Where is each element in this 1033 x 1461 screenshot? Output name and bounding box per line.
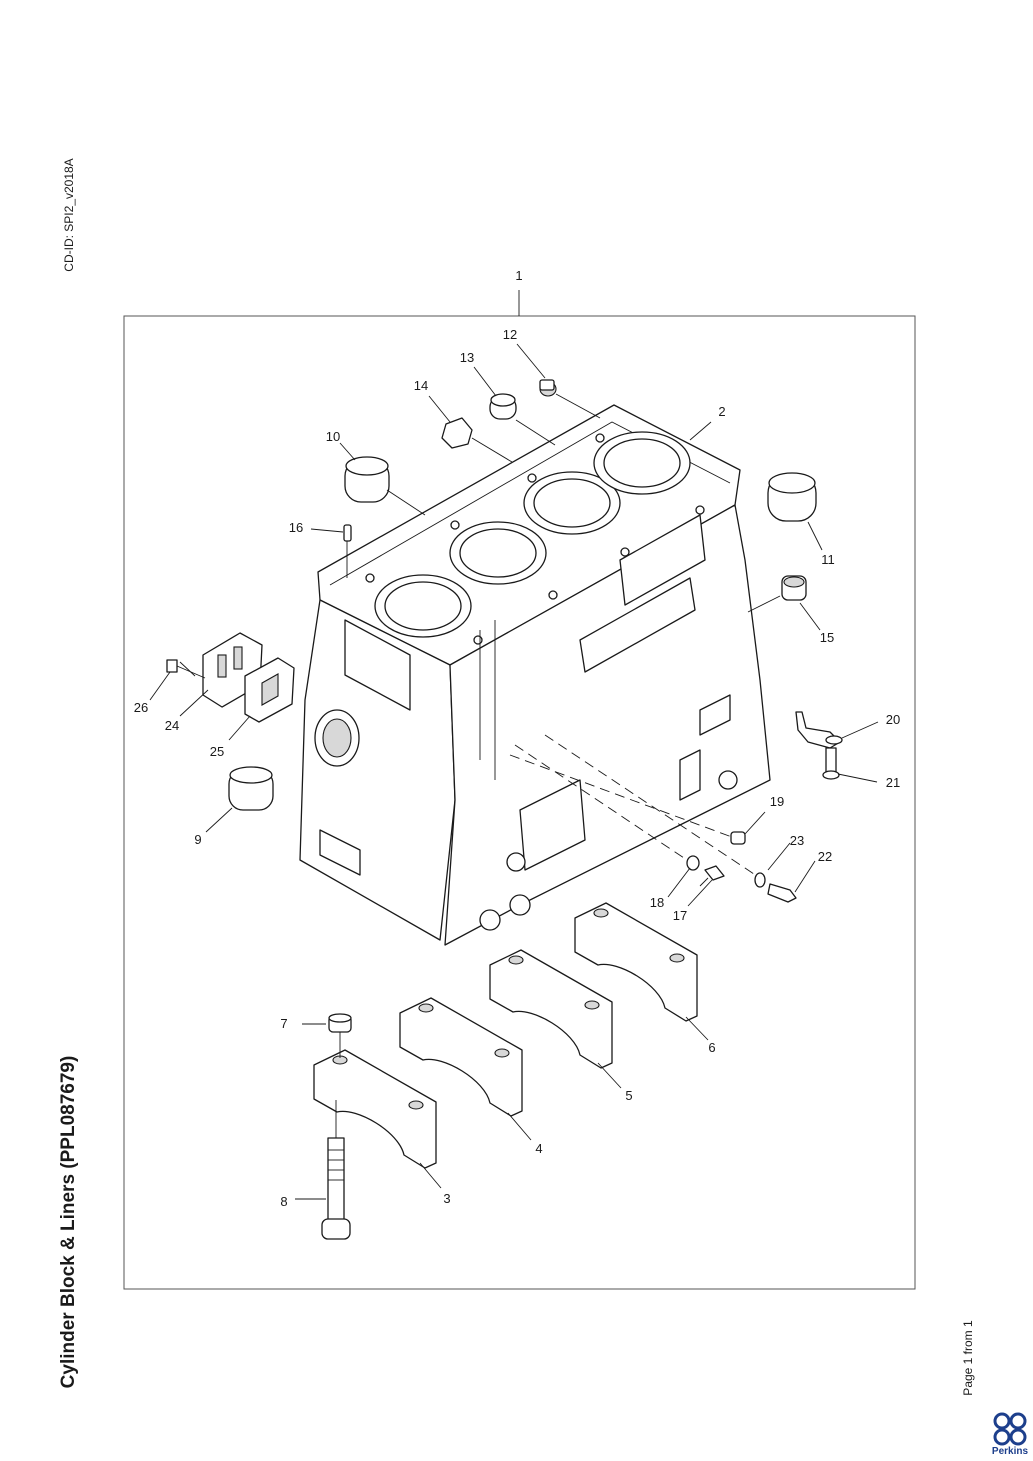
washer-18 (686, 855, 700, 871)
assembly-line (514, 744, 691, 863)
callout-21: 21 (886, 775, 900, 790)
callout-9: 9 (194, 832, 201, 847)
assembly-line (509, 754, 741, 841)
callout-4: 4 (535, 1141, 542, 1156)
callout-6: 6 (708, 1040, 715, 1055)
callout-2: 2 (718, 404, 725, 419)
cylinder-block (299, 404, 771, 946)
diagram-frame (123, 315, 916, 1290)
washer-23 (754, 872, 766, 888)
callout-18: 18 (650, 895, 664, 910)
plug-12 (539, 379, 601, 419)
bolt-22 (767, 883, 797, 903)
callout-14: 14 (414, 378, 428, 393)
sleeve-7 (328, 1013, 352, 1058)
plug-19 (730, 831, 746, 845)
bearing-cap-6 (574, 902, 698, 1022)
bolt-26 (166, 659, 206, 679)
callout-17: 17 (673, 908, 687, 923)
bearing-cap-3 (313, 1049, 437, 1169)
callout-7: 7 (280, 1016, 287, 1031)
bolt-8 (321, 1100, 351, 1240)
plug-14 (441, 417, 513, 463)
assembly-line (544, 734, 761, 879)
callout-1: 1 (515, 268, 522, 283)
bolt-17 (699, 865, 725, 887)
callout-5: 5 (625, 1088, 632, 1103)
perkins-logo: Perkins (990, 1412, 1030, 1458)
callout-11: 11 (821, 552, 835, 567)
callout-16: 16 (289, 520, 303, 535)
bearing-cap-4 (399, 997, 523, 1117)
callout-20: 20 (886, 712, 900, 727)
callout-25: 25 (210, 744, 224, 759)
leader-lines (149, 343, 879, 1200)
callout-8: 8 (280, 1194, 287, 1209)
callout-12: 12 (503, 327, 517, 342)
dowel-16 (343, 524, 352, 578)
callout-10: 10 (326, 429, 340, 444)
callout-26: 26 (134, 700, 148, 715)
core-plug-10 (344, 456, 426, 516)
bracket-20 (795, 711, 843, 749)
camshaft-bush-9 (228, 766, 274, 811)
callout-22: 22 (818, 849, 832, 864)
bearing-cap-5 (489, 949, 613, 1069)
callout-13: 13 (460, 350, 474, 365)
perkins-logo-text: Perkins (991, 1446, 1029, 1457)
core-plug-11 (767, 472, 817, 522)
gasket-25 (244, 657, 295, 723)
plug-15 (747, 575, 807, 613)
callout-24: 24 (165, 718, 179, 733)
callout-23: 23 (790, 833, 804, 848)
bolt-21 (822, 747, 840, 780)
callout-15: 15 (820, 630, 834, 645)
callout-19: 19 (770, 794, 784, 809)
callout-3: 3 (443, 1191, 450, 1206)
cap-13 (489, 393, 556, 446)
